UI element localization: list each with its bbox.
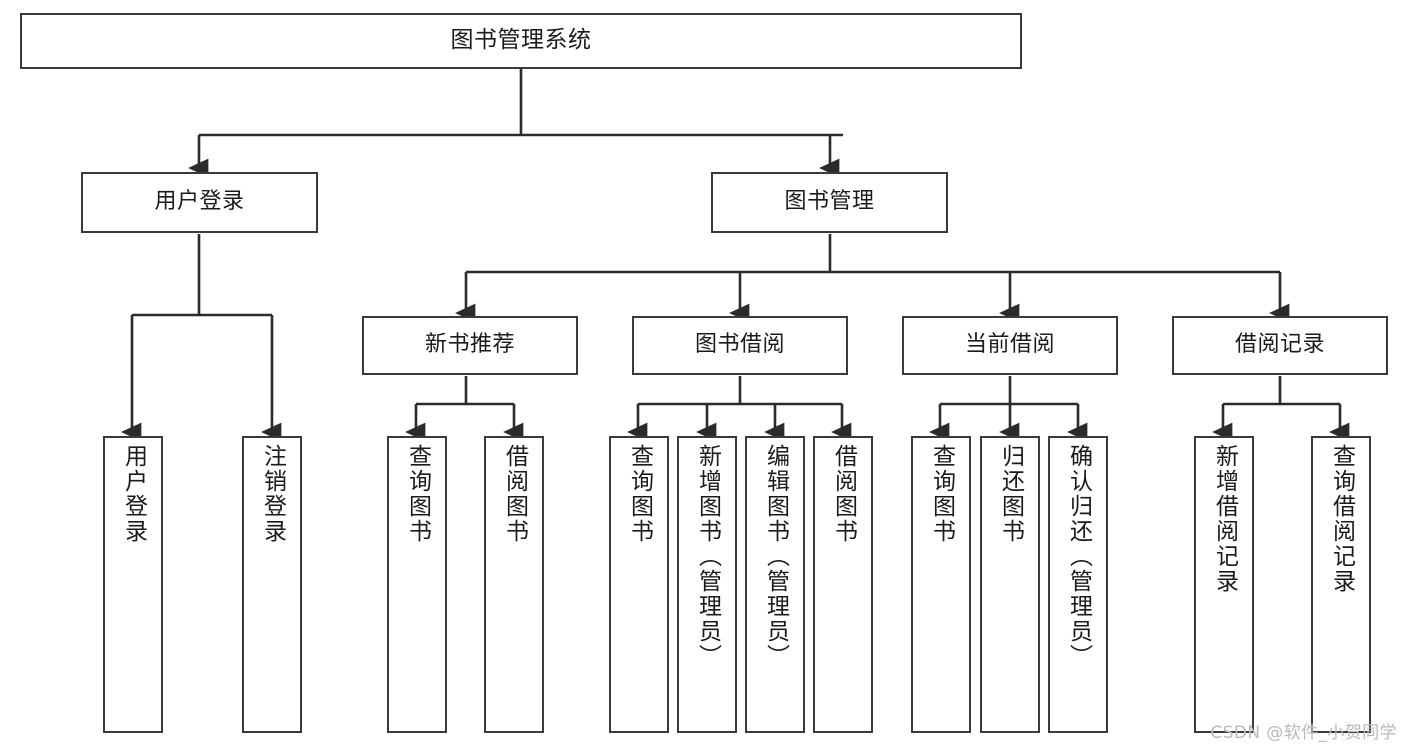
node-label: 查询图书 (404, 444, 431, 544)
node-book-management[interactable]: 图书管理 (711, 172, 948, 233)
node-root-book-management-system[interactable]: 图书管理系统 (20, 13, 1022, 69)
leaf-current-query-books[interactable]: 查询图书 (911, 436, 971, 733)
node-current-borrowing[interactable]: 当前借阅 (902, 316, 1118, 375)
leaf-user-login-signin[interactable]: 用户登录 (103, 436, 163, 733)
node-label: 借阅图书 (501, 444, 528, 544)
node-label: 编辑图书（管理员） (762, 444, 789, 669)
node-label: 借阅图书 (830, 444, 857, 544)
node-new-book-recommendation[interactable]: 新书推荐 (362, 316, 578, 375)
node-label: 查询图书 (928, 444, 955, 544)
node-label: 图书借阅 (694, 332, 785, 358)
node-borrow-records[interactable]: 借阅记录 (1172, 316, 1388, 375)
node-label: 查询借阅记录 (1328, 444, 1355, 594)
node-label: 图书管理系统 (450, 27, 592, 54)
node-label: 当前借阅 (964, 332, 1055, 358)
node-book-borrowing[interactable]: 图书借阅 (632, 316, 848, 375)
node-label: 新增图书（管理员） (694, 444, 721, 669)
node-label: 注销登录 (259, 444, 286, 544)
node-user-login[interactable]: 用户登录 (81, 172, 318, 233)
watermark: CSDN @软件_小贺同学 (1210, 723, 1397, 743)
leaf-borrow-add-book-admin[interactable]: 新增图书（管理员） (677, 436, 737, 733)
node-label: 图书管理 (784, 189, 875, 215)
leaf-new-book-query-books[interactable]: 查询图书 (387, 436, 447, 733)
leaf-current-return-books[interactable]: 归还图书 (980, 436, 1040, 733)
leaf-borrow-borrow-books[interactable]: 借阅图书 (813, 436, 873, 733)
leaf-borrow-edit-book-admin[interactable]: 编辑图书（管理员） (745, 436, 805, 733)
node-label: 用户登录 (154, 189, 245, 215)
leaf-new-book-borrow-books[interactable]: 借阅图书 (484, 436, 544, 733)
leaf-record-add-borrow-record[interactable]: 新增借阅记录 (1194, 436, 1254, 733)
leaf-current-confirm-return-admin[interactable]: 确认归还（管理员） (1048, 436, 1108, 733)
leaf-record-query-borrow-record[interactable]: 查询借阅记录 (1311, 436, 1371, 733)
node-label: 新增借阅记录 (1211, 444, 1238, 594)
node-label: 借阅记录 (1234, 332, 1325, 358)
node-label: 查询图书 (626, 444, 653, 544)
node-label: 归还图书 (997, 444, 1024, 544)
node-label: 确认归还（管理员） (1065, 444, 1092, 669)
leaf-user-login-signout[interactable]: 注销登录 (242, 436, 302, 733)
node-label: 用户登录 (120, 444, 147, 544)
node-label: 新书推荐 (424, 332, 515, 358)
leaf-borrow-query-books[interactable]: 查询图书 (609, 436, 669, 733)
